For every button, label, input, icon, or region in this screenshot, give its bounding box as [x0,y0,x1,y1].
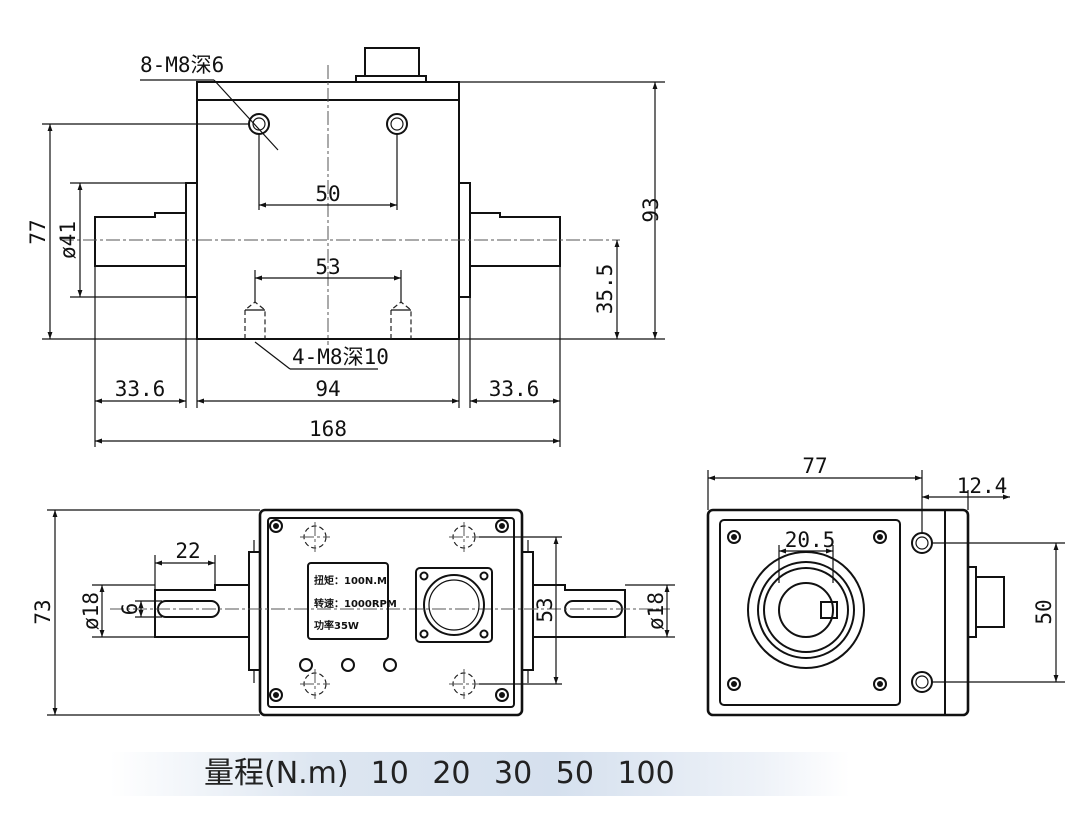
side-face [719,519,901,706]
dim-body-width: 94 [315,377,340,401]
connector-body [364,47,420,77]
dim-overall-length: 168 [309,417,347,441]
dim-shaft-dia-left: ø18 [79,592,103,630]
dim-shaft-right: 33.6 [489,377,540,401]
dim-holes-top: 8-M8深6 [140,53,224,77]
dim-height-overall: 93 [639,197,663,222]
blind-hole-right [390,301,412,339]
corner-screw [495,519,509,533]
bearing-ring [757,561,855,659]
dim-hole-spacing: 53 [533,597,557,622]
bearing-ring-outer [747,551,865,669]
dim-keyway-length: 22 [175,539,200,563]
connector-ring [423,574,485,636]
side-hole-inner [915,536,929,550]
mounting-hole [449,522,479,552]
keyway-left [157,600,220,618]
tapped-hole-top-left [248,113,270,135]
dim-axis-height: 35.5 [593,264,617,315]
dim-side-width: 77 [802,454,827,478]
keyway-right [564,600,623,618]
blind-hole-left [244,301,266,339]
leader-bottom-holes [254,341,291,370]
corner-screw [873,530,887,544]
right-flange [521,551,534,671]
right-shaft [533,584,626,638]
dim-holes-bottom: 4-M8深10 [292,345,389,369]
side-hole-inner [915,675,929,689]
nameplate [307,562,389,640]
tapped-hole-top-right [386,113,408,135]
dim-key-width: 6 [118,603,142,616]
corner-screw [269,688,283,702]
range-label: 量程(N.m) [204,756,349,791]
range-bar [110,752,850,796]
tapped-hole-inner [390,117,404,131]
nameplate-torque: 扭矩：100N.M [314,574,387,587]
leader-top-holes [213,79,279,151]
corner-screw [727,530,741,544]
connector-screw [419,571,429,581]
range-caption: 量程(N.m) 10 20 30 50 100 [204,752,675,796]
corner-screw [495,688,509,702]
corner-screw [873,677,887,691]
side-hole-bottom [911,671,933,693]
corner-screw [269,519,283,533]
top-view: 扭矩：100N.M 转速：1000RPM 功率35W 73 ø18 6 22 [31,508,675,717]
left-shaft [94,212,186,267]
corner-screw [727,677,741,691]
indicator-hole [383,658,397,672]
dim-shaft-left: 33.6 [115,377,166,401]
shaft-bore [778,582,834,638]
right-shaft [470,212,561,267]
indicator-hole [299,658,313,672]
connector-screw [419,629,429,639]
range-values: 10 20 30 50 100 [370,756,675,791]
mounting-hole [449,669,479,699]
dim-spacing-top: 50 [315,182,340,206]
mounting-hole [300,522,330,552]
left-shaft [154,584,249,638]
dim-height: 73 [31,599,55,624]
indicator-hole [341,658,355,672]
dim-side-hole-spacing: 50 [1032,599,1056,624]
side-view: 77 12.4 20.5 50 [706,454,1065,717]
dim-shaft-dia-right: ø18 [644,592,668,630]
side-hole-top [911,532,933,554]
stub-shaft [975,576,1005,628]
nameplate-speed: 转速：1000RPM [314,597,397,610]
connector-screw [479,571,489,581]
front-view: 8-M8深6 4-M8深10 50 53 93 35.5 77 ø41 [26,47,665,447]
dim-height-flange: 77 [26,219,50,244]
mounting-hole [300,669,330,699]
key-slot [820,601,838,619]
dim-spacing-bottom: 53 [315,255,340,279]
connector-flange [415,567,493,643]
connector-ring-inner [428,579,480,631]
dim-bore: 20.5 [785,528,836,552]
nameplate-power: 功率35W [314,619,359,632]
bearing-ring [763,567,849,653]
connector-screw [479,629,489,639]
left-flange [248,551,261,671]
dim-side-offset: 12.4 [957,474,1008,498]
top-plate-inner [267,517,515,708]
dim-shaft-diameter: ø41 [56,221,80,259]
